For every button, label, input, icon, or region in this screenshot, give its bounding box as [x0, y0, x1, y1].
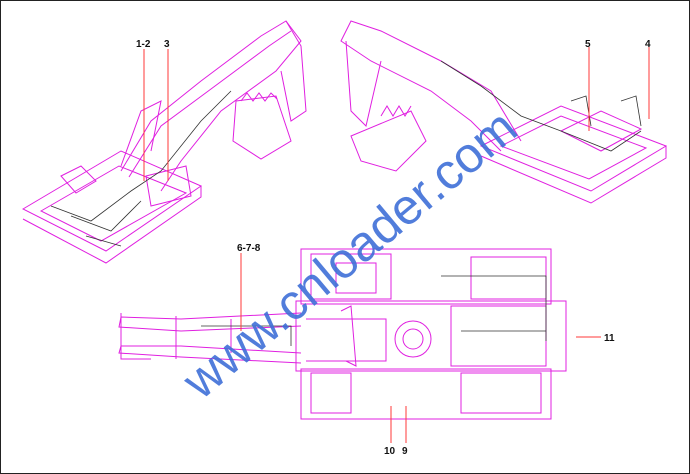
right-excavator-view [340, 20, 668, 204]
label-10: 10 [384, 446, 396, 457]
label-9: 9 [402, 446, 408, 457]
plan-view [118, 248, 567, 420]
leader-lines [143, 47, 650, 443]
watermark: www.cnloader.com [171, 99, 527, 410]
left-excavator-view [21, 20, 307, 264]
label-11: 11 [604, 333, 615, 344]
label-1-2: 1-2 [136, 39, 151, 50]
label-6-7-8: 6-7-8 [237, 243, 261, 254]
label-3: 3 [164, 39, 170, 50]
label-4: 4 [645, 39, 651, 50]
label-5: 5 [585, 39, 591, 50]
